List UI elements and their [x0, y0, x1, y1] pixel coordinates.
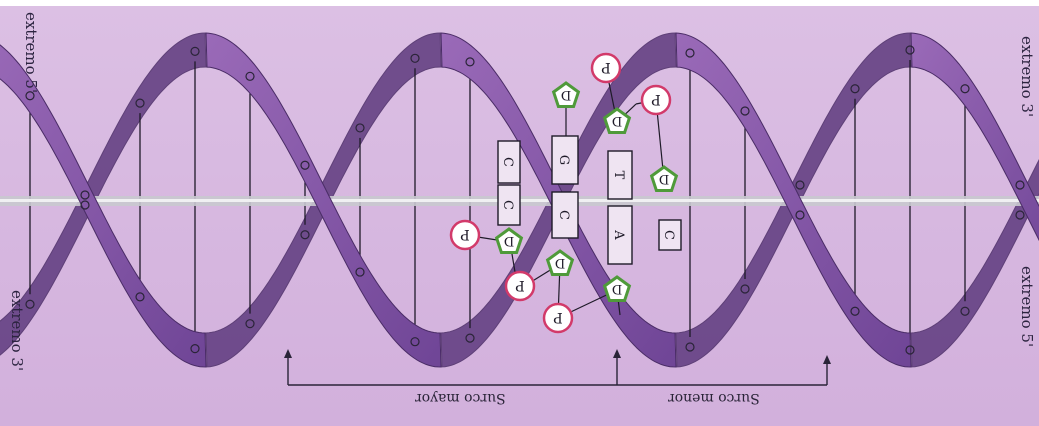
label-bottom-right: extremo 5': [1018, 266, 1036, 347]
top-edge: [0, 0, 1039, 6]
base-label: A: [611, 229, 626, 240]
phosphate-group: P: [506, 272, 534, 300]
label-major-groove: Surco mayor: [415, 390, 506, 406]
sugar-label: D: [659, 171, 669, 186]
phosphate-label: P: [553, 309, 562, 325]
base-label: C: [500, 200, 515, 210]
label-top-right: extremo 3': [1018, 36, 1036, 117]
phosphate-label: P: [515, 277, 524, 293]
base-group: C: [659, 220, 681, 250]
phosphate-group: P: [451, 221, 479, 249]
sugar-label: D: [612, 281, 622, 296]
base-group: A: [608, 206, 632, 264]
base-group: G: [552, 136, 578, 184]
phosphate-group: P: [544, 304, 572, 332]
sugar-label: D: [561, 87, 571, 102]
sugar-label: D: [504, 233, 514, 248]
sugar-label: D: [555, 255, 565, 270]
base-label: G: [556, 155, 571, 165]
base-group: C: [552, 192, 578, 238]
label-minor-groove: Surco menor: [668, 390, 760, 406]
base-group: C: [498, 185, 520, 225]
phosphate-group: P: [642, 86, 670, 114]
phosphate-label: P: [460, 226, 469, 242]
phosphate-label: P: [651, 91, 660, 107]
phosphate-group: P: [592, 54, 620, 82]
base-label: C: [556, 210, 571, 220]
base-label: C: [500, 157, 515, 167]
label-top-left: extremo 5': [22, 12, 40, 93]
base-label: T: [611, 171, 626, 180]
sugar-label: D: [612, 113, 622, 128]
label-bottom-left: extremo 3': [8, 290, 26, 371]
base-group: C: [498, 141, 520, 183]
base-label: C: [661, 230, 676, 240]
phosphate-label: P: [601, 59, 610, 75]
base-group: T: [608, 151, 632, 199]
